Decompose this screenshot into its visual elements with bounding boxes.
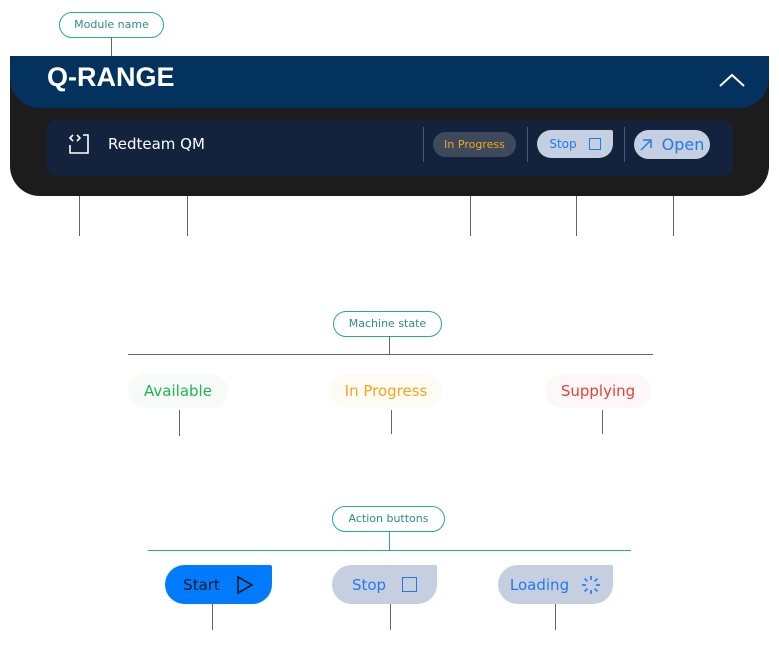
connector: [128, 354, 653, 355]
stop-square-icon: [402, 577, 418, 592]
start-button[interactable]: Start: [165, 565, 272, 604]
stop-action-button[interactable]: Stop: [332, 565, 437, 604]
connector: [179, 410, 180, 436]
divider: [624, 127, 625, 162]
start-label: Start: [183, 575, 220, 594]
connector: [391, 410, 392, 434]
stop-label: Stop: [351, 575, 387, 594]
loading-label: Loading: [509, 575, 570, 594]
status-badge: In Progress: [433, 132, 516, 157]
module-title: Q-RANGE: [47, 62, 175, 92]
connector: [602, 410, 603, 434]
connector: [470, 196, 471, 236]
module-header: [10, 56, 769, 108]
machine-state-tag: Machine state: [333, 311, 442, 337]
connector: [148, 550, 631, 551]
connector: [212, 604, 213, 630]
module-name-tag: Module name: [59, 12, 164, 38]
divider: [527, 127, 528, 162]
state-in-progress: In Progress: [330, 374, 442, 408]
connector: [673, 196, 674, 236]
connector: [111, 37, 112, 56]
stop-button[interactable]: Stop: [537, 130, 613, 158]
state-supplying: Supplying: [545, 374, 651, 408]
stop-label: Stop: [549, 137, 577, 151]
machine-name: Redteam QM: [108, 135, 205, 153]
connector: [79, 196, 80, 236]
connector: [389, 336, 390, 355]
connector: [389, 531, 390, 551]
connector: [390, 604, 391, 630]
machine-row: [47, 120, 733, 176]
open-button[interactable]: Open: [634, 130, 710, 159]
loading-button[interactable]: Loading: [498, 565, 613, 604]
action-buttons-tag: Action buttons: [332, 506, 445, 532]
connector: [187, 196, 188, 236]
spinner-icon: [582, 575, 601, 594]
arrow-up-right-icon: [640, 138, 652, 151]
play-icon: [237, 575, 254, 594]
divider: [423, 127, 424, 162]
stop-square-icon: [588, 138, 601, 150]
chevron-up-icon[interactable]: [718, 72, 746, 88]
code-window-icon: [68, 134, 89, 154]
open-label: Open: [661, 135, 705, 154]
state-available: Available: [128, 374, 228, 408]
connector: [555, 604, 556, 630]
connector: [576, 196, 577, 236]
